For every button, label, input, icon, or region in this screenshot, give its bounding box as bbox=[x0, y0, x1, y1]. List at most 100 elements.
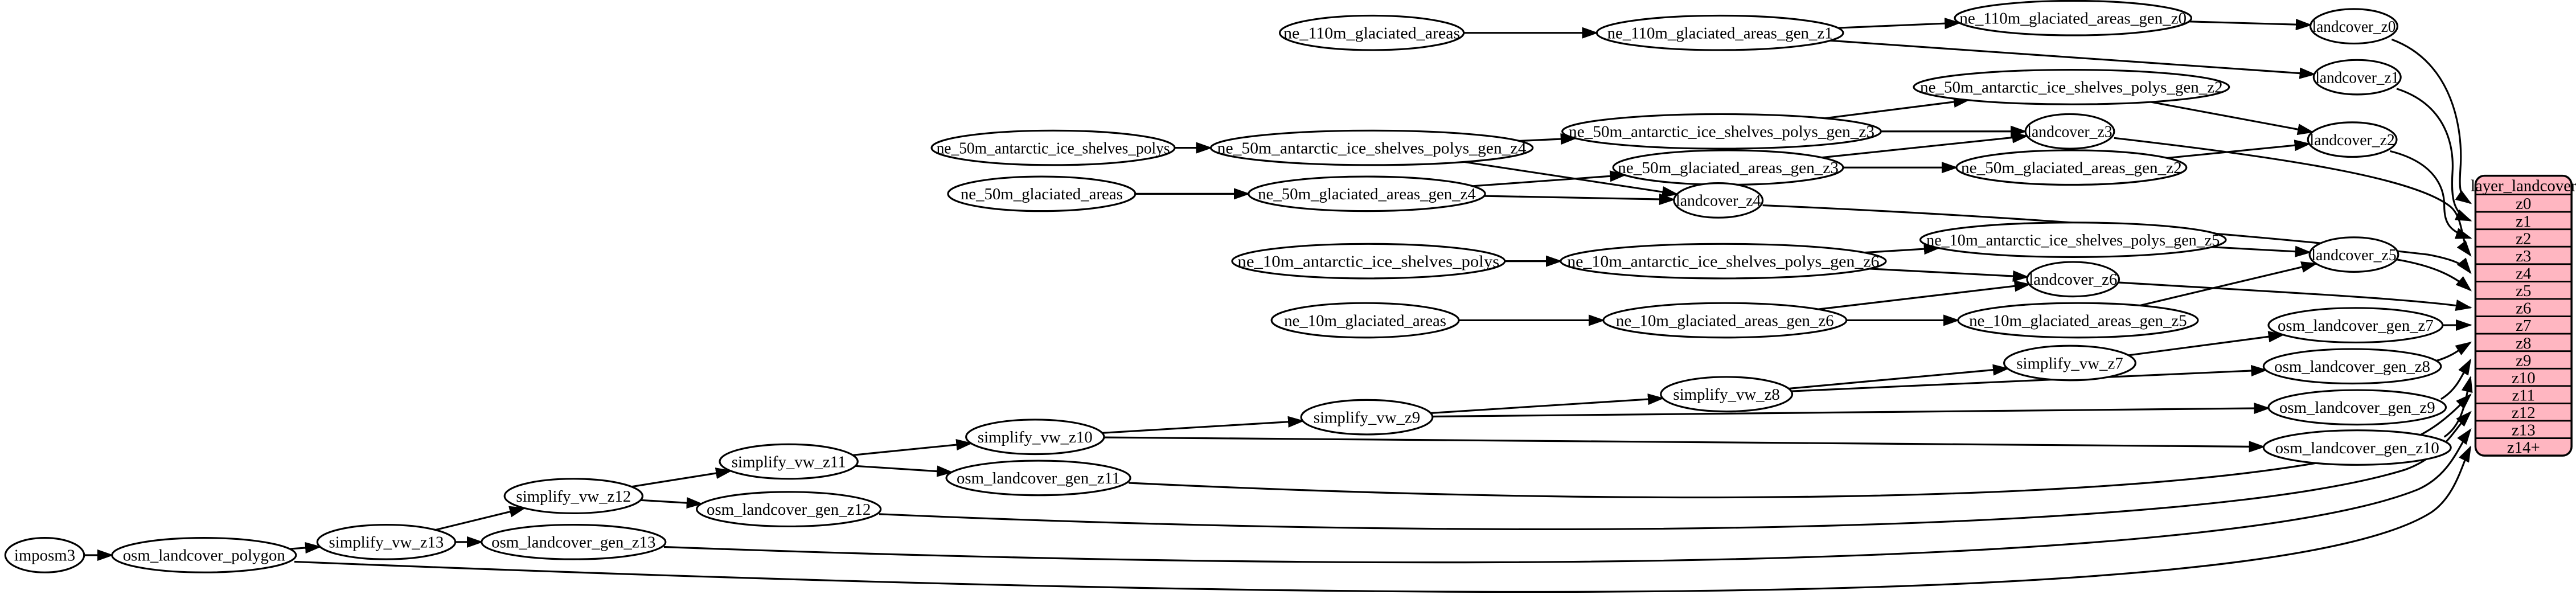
node-osm_landcover_gen_z11: osm_landcover_gen_z11 bbox=[945, 460, 1131, 497]
node-shape-osm_landcover_polygon bbox=[111, 537, 297, 573]
edge-osm_landcover_gen_z10-to-row-z10 bbox=[2443, 375, 2473, 438]
node-label-osm_landcover_polygon: osm_landcover_polygon bbox=[123, 547, 285, 565]
table-row-z12: z12 bbox=[2512, 404, 2536, 422]
node-imposm3: imposm3 bbox=[4, 537, 85, 573]
edge-ne_50m_antarctic_ice_shelves_polys_gen_z4-to-ne_50m_antarctic_ice_shelves_polys_gen_z3 bbox=[1519, 133, 1577, 145]
table-row-z0: z0 bbox=[2516, 195, 2531, 213]
node-label-ne_110m_glaciated_areas_gen_z1: ne_110m_glaciated_areas_gen_z1 bbox=[1607, 24, 1833, 42]
node-label-ne_10m_glaciated_areas_gen_z5: ne_10m_glaciated_areas_gen_z5 bbox=[1969, 311, 2187, 330]
node-label-osm_landcover_gen_z10: osm_landcover_gen_z10 bbox=[2275, 439, 2439, 457]
edge-ne_50m_antarctic_ice_shelves_polys_gen_z4-to-landcover_z4 bbox=[1464, 161, 1679, 198]
edge-simplify_vw_z11-to-simplify_vw_z10 bbox=[852, 439, 973, 456]
node-osm_landcover_polygon: osm_landcover_polygon bbox=[111, 537, 297, 573]
table-row-z3: z3 bbox=[2516, 247, 2531, 265]
edge-landcover_z4-to-row-z4 bbox=[1762, 204, 2472, 274]
node-label-simplify_vw_z13: simplify_vw_z13 bbox=[329, 534, 444, 552]
edge-ne_110m_glaciated_areas_gen_z0-to-landcover_z0 bbox=[2189, 19, 2312, 31]
node-osm_landcover_gen_z13: osm_landcover_gen_z13 bbox=[481, 523, 667, 560]
node-shape-simplify_vw_z11 bbox=[719, 443, 859, 480]
node-shape-ne_50m_glaciated_areas_gen_z2 bbox=[1955, 149, 2188, 186]
node-label-osm_landcover_gen_z13: osm_landcover_gen_z13 bbox=[491, 534, 655, 552]
node-label-landcover_z2: landcover_z2 bbox=[2310, 131, 2394, 149]
edge-osm_landcover_gen_z11-to-row-z11 bbox=[1129, 393, 2472, 499]
edge-ne_10m_antarctic_ice_shelves_polys_gen_z6-to-landcover_z6 bbox=[1869, 268, 2029, 282]
node-simplify_vw_z13: simplify_vw_z13 bbox=[316, 523, 457, 560]
node-shape-landcover_z5 bbox=[2308, 236, 2399, 273]
node-shape-ne_110m_glaciated_areas_gen_z1 bbox=[1595, 14, 1844, 51]
table-row-z13: z13 bbox=[2512, 421, 2536, 440]
node-ne_50m_antarctic_ice_shelves_polys_gen_z4: ne_50m_antarctic_ice_shelves_polys_gen_z… bbox=[1209, 129, 1534, 166]
edge-osm_landcover_polygon-to-row-z14+ bbox=[294, 445, 2472, 593]
edge-landcover_z0-to-row-z0 bbox=[2391, 38, 2472, 204]
node-shape-ne_10m_antarctic_ice_shelves_polys_gen_z5 bbox=[1919, 222, 2227, 258]
edge-ne_110m_glaciated_areas_gen_z1-to-ne_110m_glaciated_areas_gen_z0 bbox=[1837, 18, 1962, 30]
node-label-ne_50m_antarctic_ice_shelves_polys: ne_50m_antarctic_ice_shelves_polys bbox=[937, 139, 1170, 157]
node-label-landcover_z0: landcover_z0 bbox=[2312, 18, 2396, 36]
edge-landcover_z3-to-row-z3 bbox=[2114, 137, 2472, 257]
node-simplify_vw_z7: simplify_vw_z7 bbox=[2003, 345, 2136, 382]
edge-osm_landcover_polygon-to-simplify_vw_z13 bbox=[290, 542, 322, 554]
edge-ne_50m_antarctic_ice_shelves_polys_gen_z3-to-ne_50m_antarctic_ice_shelves_polys_gen_z2 bbox=[1825, 96, 1970, 120]
node-label-osm_landcover_gen_z11: osm_landcover_gen_z11 bbox=[957, 469, 1120, 487]
node-landcover_z3: landcover_z3 bbox=[2024, 113, 2115, 150]
node-label-simplify_vw_z12: simplify_vw_z12 bbox=[516, 487, 631, 506]
node-shape-ne_10m_antarctic_ice_shelves_polys bbox=[1231, 243, 1506, 280]
edge-ne_10m_antarctic_ice_shelves_polys_gen_z6-to-ne_10m_antarctic_ice_shelves_polys_gen_z5 bbox=[1864, 243, 1941, 255]
edge-ne_110m_glaciated_areas_gen_z1-to-landcover_z1 bbox=[1830, 39, 2316, 79]
node-simplify_vw_z12: simplify_vw_z12 bbox=[503, 478, 644, 514]
node-shape-ne_50m_glaciated_areas_gen_z4 bbox=[1248, 175, 1486, 212]
table-row-z4: z4 bbox=[2516, 264, 2531, 282]
node-shape-landcover_z0 bbox=[2309, 8, 2399, 45]
edge-simplify_vw_z7-to-osm_landcover_gen_z7 bbox=[2128, 331, 2285, 356]
node-ne_10m_antarctic_ice_shelves_polys_gen_z6: ne_10m_antarctic_ice_shelves_polys_gen_z… bbox=[1560, 243, 1887, 280]
node-label-landcover_z5: landcover_z5 bbox=[2311, 246, 2396, 264]
table-layer: layer_landcoverz0z1z2z3z4z5z6z7z8z9z10z1… bbox=[2471, 174, 2576, 457]
node-label-ne_110m_glaciated_areas_gen_z0: ne_110m_glaciated_areas_gen_z0 bbox=[1959, 10, 2187, 28]
edge-simplify_vw_z9-to-osm_landcover_gen_z9 bbox=[1432, 402, 2271, 418]
edge-ne_10m_glaciated_areas_gen_z6-to-landcover_z6 bbox=[1818, 280, 2031, 310]
node-ne_50m_antarctic_ice_shelves_polys_gen_z2: ne_50m_antarctic_ice_shelves_polys_gen_z… bbox=[1913, 69, 2230, 105]
node-label-ne_50m_glaciated_areas: ne_50m_glaciated_areas bbox=[961, 185, 1123, 203]
node-shape-imposm3 bbox=[4, 537, 85, 573]
node-label-simplify_vw_z11: simplify_vw_z11 bbox=[732, 453, 846, 471]
node-ne_10m_glaciated_areas: ne_10m_glaciated_areas bbox=[1270, 302, 1460, 339]
node-label-ne_50m_glaciated_areas_gen_z2: ne_50m_glaciated_areas_gen_z2 bbox=[1961, 159, 2182, 177]
node-ne_110m_glaciated_areas_gen_z0: ne_110m_glaciated_areas_gen_z0 bbox=[1954, 0, 2192, 36]
node-shape-osm_landcover_gen_z9 bbox=[2267, 389, 2447, 426]
edge-osm_landcover_gen_z8-to-row-z8 bbox=[2434, 341, 2472, 363]
edge-simplify_vw_z10-to-osm_landcover_gen_z10 bbox=[1104, 436, 2266, 453]
edge-simplify_vw_z8-to-simplify_vw_z7 bbox=[1789, 364, 2009, 390]
table-row-z8: z8 bbox=[2516, 334, 2531, 352]
node-label-landcover_z3: landcover_z3 bbox=[2027, 123, 2112, 141]
node-ne_50m_antarctic_ice_shelves_polys: ne_50m_antarctic_ice_shelves_polys bbox=[930, 129, 1176, 166]
node-shape-landcover_z1 bbox=[2312, 59, 2402, 96]
edge-ne_50m_antarctic_ice_shelves_polys_gen_z2-to-landcover_z2 bbox=[2151, 101, 2314, 136]
node-ne_50m_glaciated_areas_gen_z4: ne_50m_glaciated_areas_gen_z4 bbox=[1248, 175, 1486, 212]
node-landcover_z6: landcover_z6 bbox=[2026, 261, 2120, 298]
node-shape-ne_50m_antarctic_ice_shelves_polys_gen_z3 bbox=[1561, 113, 1882, 150]
node-label-osm_landcover_gen_z7: osm_landcover_gen_z7 bbox=[2278, 317, 2434, 335]
node-osm_landcover_gen_z8: osm_landcover_gen_z8 bbox=[2262, 348, 2442, 385]
node-label-ne_10m_antarctic_ice_shelves_polys_gen_z5: ne_10m_antarctic_ice_shelves_polys_gen_z… bbox=[1926, 231, 2220, 249]
node-shape-simplify_vw_z7 bbox=[2003, 345, 2136, 382]
node-simplify_vw_z10: simplify_vw_z10 bbox=[965, 419, 1105, 456]
node-shape-simplify_vw_z12 bbox=[503, 478, 644, 514]
node-label-ne_50m_antarctic_ice_shelves_polys_gen_z4: ne_50m_antarctic_ice_shelves_polys_gen_z… bbox=[1217, 139, 1527, 157]
node-ne_10m_antarctic_ice_shelves_polys_gen_z5: ne_10m_antarctic_ice_shelves_polys_gen_z… bbox=[1919, 222, 2227, 258]
node-shape-simplify_vw_z9 bbox=[1300, 399, 1434, 436]
table-title: layer_landcover bbox=[2471, 177, 2576, 195]
node-osm_landcover_gen_z10: osm_landcover_gen_z10 bbox=[2262, 429, 2452, 466]
node-label-ne_10m_glaciated_areas: ne_10m_glaciated_areas bbox=[1284, 311, 1446, 330]
node-label-ne_50m_glaciated_areas_gen_z4: ne_50m_glaciated_areas_gen_z4 bbox=[1258, 185, 1476, 203]
node-shape-ne_110m_glaciated_areas bbox=[1278, 14, 1465, 51]
table-row-z1: z1 bbox=[2516, 212, 2531, 231]
edge-landcover_z1-to-row-z1 bbox=[2396, 88, 2472, 222]
node-ne_50m_glaciated_areas_gen_z3: ne_50m_glaciated_areas_gen_z3 bbox=[1612, 149, 1844, 186]
node-label-simplify_vw_z10: simplify_vw_z10 bbox=[978, 428, 1093, 446]
node-shape-ne_50m_glaciated_areas bbox=[947, 175, 1137, 212]
node-shape-ne_10m_antarctic_ice_shelves_polys_gen_z6 bbox=[1560, 243, 1887, 280]
node-shape-landcover_z2 bbox=[2307, 121, 2398, 158]
table-row-z11: z11 bbox=[2512, 387, 2536, 405]
